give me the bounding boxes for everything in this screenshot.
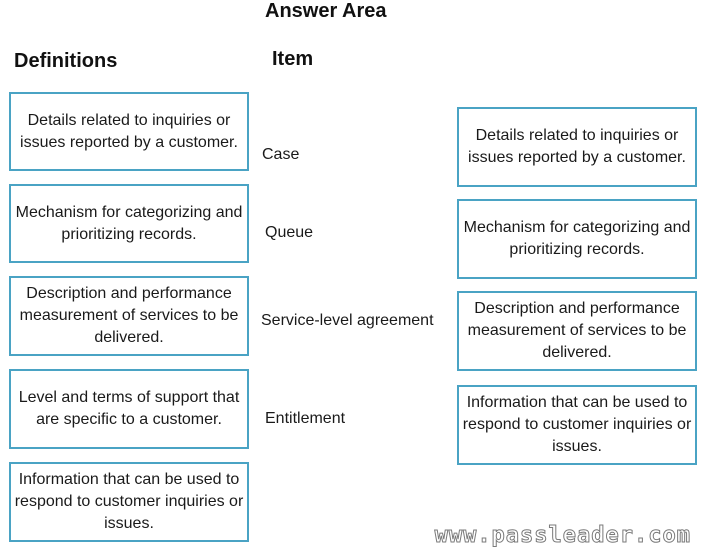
- definition-box-description[interactable]: Description and performance measurement …: [9, 276, 249, 356]
- definition-box-information[interactable]: Information that can be used to respond …: [9, 462, 249, 542]
- answer-box-case[interactable]: Details related to inquiries or issues r…: [457, 107, 697, 187]
- item-label-queue: Queue: [265, 224, 314, 241]
- answer-box-entitlement[interactable]: Information that can be used to respond …: [457, 385, 697, 465]
- definition-text: Details related to inquiries or issues r…: [20, 111, 238, 151]
- answer-text: Description and performance measurement …: [467, 300, 687, 361]
- definition-text: Information that can be used to respond …: [14, 471, 244, 532]
- watermark: www.passleader.com: [434, 523, 691, 549]
- definitions-heading: Definitions: [14, 50, 118, 72]
- answer-text: Mechanism for categorizing and prioritiz…: [463, 219, 691, 258]
- item-label-case: Case: [262, 146, 300, 163]
- definition-box-details[interactable]: Details related to inquiries or issues r…: [9, 92, 249, 171]
- definition-box-mechanism[interactable]: Mechanism for categorizing and prioritiz…: [9, 184, 249, 263]
- answer-box-queue[interactable]: Mechanism for categorizing and prioritiz…: [457, 199, 697, 279]
- item-label-service-level-agreement: Service-level agreement: [261, 312, 434, 329]
- answer-box-service-level-agreement[interactable]: Description and performance measurement …: [457, 291, 697, 371]
- definition-text: Description and performance measurement …: [19, 285, 239, 346]
- definition-text: Mechanism for categorizing and prioritiz…: [15, 203, 243, 243]
- definition-text: Level and terms of support that are spec…: [18, 389, 240, 428]
- answer-area-title: Answer Area: [265, 0, 387, 22]
- answer-text: Details related to inquiries or issues r…: [468, 127, 686, 166]
- answer-text: Information that can be used to respond …: [462, 394, 692, 455]
- definition-box-level-terms[interactable]: Level and terms of support that are spec…: [9, 369, 249, 449]
- item-label-entitlement: Entitlement: [265, 410, 346, 427]
- item-heading: Item: [272, 48, 314, 70]
